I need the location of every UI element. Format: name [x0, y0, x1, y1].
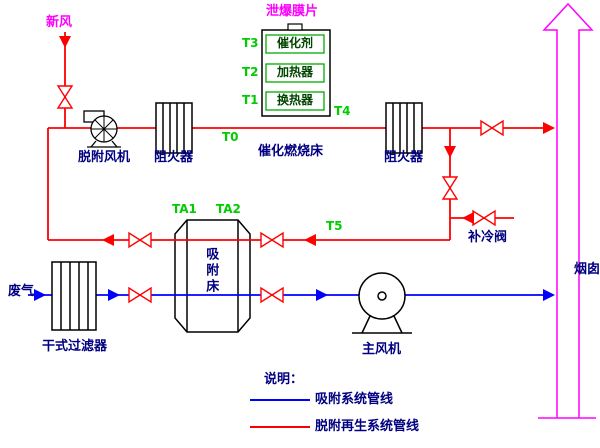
- catalytic-bed-shape: [261, 23, 331, 117]
- dry-filter-shape: [51, 261, 97, 331]
- catalytic-bed-label: 催化燃烧床: [258, 144, 324, 159]
- temp-ta1-label: TA1: [172, 202, 197, 216]
- chimney-label: 烟囱: [574, 262, 600, 277]
- temp-ta2-label: TA2: [216, 202, 241, 216]
- temp-t5-label: T5: [326, 219, 343, 233]
- temp-t3-label: T3: [242, 36, 259, 50]
- blue-flow-arrows: [34, 289, 555, 301]
- adsorption-inlet-valve: [128, 286, 152, 304]
- fresh-air-label: 新风: [46, 15, 73, 30]
- legend-title: 说明：: [264, 372, 304, 387]
- chimney-shape: [538, 2, 596, 419]
- flame-arrester-left-shape: [155, 102, 193, 154]
- branch-down-valve: [441, 176, 459, 200]
- temp-t1-label: T1: [242, 93, 259, 107]
- flame-arrester-left-label: 阻火器: [154, 150, 194, 165]
- cooling-makeup-valve-label: 补冷阀: [468, 230, 508, 245]
- flame-arrester-right-shape: [385, 102, 423, 154]
- main-fan-label: 主风机: [362, 342, 402, 357]
- temp-t2-label: T2: [242, 65, 259, 79]
- heat-exchanger-label: 换热器: [276, 93, 313, 107]
- legend-key-lines: [250, 399, 310, 428]
- desorption-fan-shape: [83, 110, 121, 148]
- legend-adsorption-label: 吸附系统管线: [315, 392, 394, 407]
- explosion-vent-disc: [287, 23, 303, 31]
- heater-label: 加热器: [276, 65, 313, 79]
- regen-line-left-valve: [128, 231, 152, 249]
- waste-gas-label: 废气: [8, 284, 35, 299]
- red-flow-arrows: [59, 36, 555, 246]
- explosion-vent-label: 泄爆膜片: [266, 4, 319, 19]
- adsorption-outlet-valve: [260, 286, 284, 304]
- temp-t0-label: T0: [222, 130, 239, 144]
- desorption-fan-label: 脱附风机: [78, 150, 131, 165]
- main-fan-shape: [352, 272, 412, 334]
- temp-t4-label: T4: [334, 104, 351, 118]
- stack-outlet-valve: [480, 119, 504, 137]
- flame-arrester-right-label: 阻火器: [384, 150, 424, 165]
- fresh-air-valve: [56, 85, 74, 109]
- regen-line-right-valve: [260, 231, 284, 249]
- dry-filter-label: 干式过滤器: [42, 339, 108, 354]
- catalyst-label: 催化剂: [276, 36, 313, 50]
- adsorption-bed-label: 吸附床: [203, 247, 219, 295]
- legend-desorption-label: 脱附再生系统管线: [315, 419, 420, 434]
- adsorption-bed-shape: [174, 219, 251, 333]
- cooling-makeup-valve: [472, 209, 496, 227]
